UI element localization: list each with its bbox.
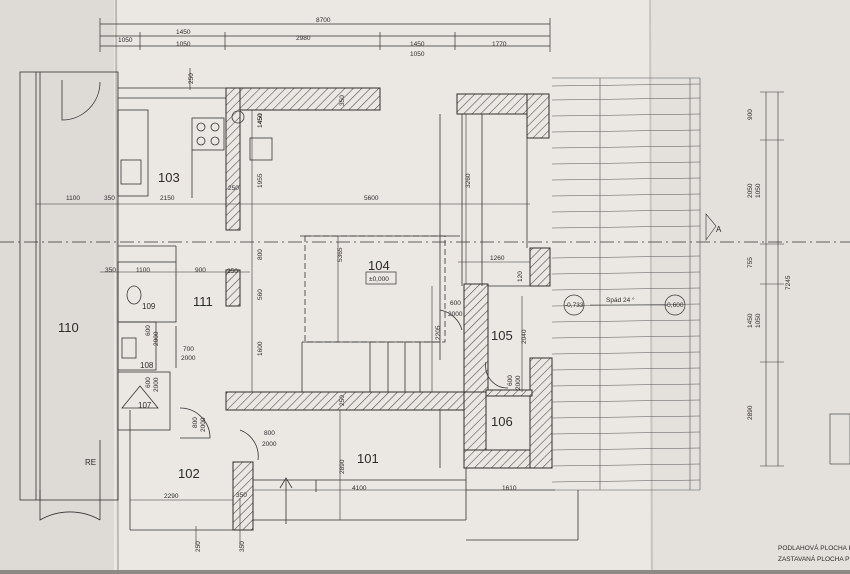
door-d-height: 2000 — [200, 417, 207, 432]
dim-2150: 2150 — [160, 195, 175, 202]
dim-top-250: 250 — [188, 73, 195, 84]
door-f-height: 2000 — [515, 375, 522, 390]
door-c-width: 700 — [183, 346, 194, 353]
door-g-width: 600 — [145, 377, 152, 388]
dim-250e: 250 — [195, 541, 202, 552]
dim-top-1: 1050 — [118, 37, 133, 44]
dim-right-7245: 7245 — [785, 275, 792, 290]
dim-2890: 2890 — [339, 459, 346, 474]
dim-1100b: 1100 — [136, 267, 150, 274]
level-marker-left — [563, 294, 585, 316]
dim-350d: 350 — [339, 95, 346, 106]
dim-800: 800 — [257, 249, 264, 260]
dim-350: 350 — [104, 195, 115, 202]
dim-250c: 250 — [339, 395, 346, 406]
top-dimensions — [99, 18, 551, 90]
dim-350e: 350 — [239, 541, 246, 552]
room-103: 103 — [158, 170, 180, 185]
level-104: ±0,000 — [369, 276, 389, 283]
door-e-width: 800 — [264, 430, 275, 437]
dim-1100: 1100 — [66, 195, 80, 202]
level-outer-left: -0,733 — [565, 302, 584, 309]
dim-1955: 1955 — [257, 173, 264, 188]
dim-5600: 5600 — [364, 195, 379, 202]
door-g-height: 2000 — [153, 377, 160, 392]
paper-fold-right — [649, 0, 653, 571]
dim-2040: 2040 — [521, 329, 528, 344]
door-a-height: 2000 — [153, 331, 160, 346]
interior-dimension-lines — [36, 110, 530, 546]
dim-450: 450 — [257, 113, 264, 124]
dim-top-3: 2980 — [296, 35, 311, 42]
right-dimension-lines — [705, 91, 850, 467]
room-102: 102 — [178, 466, 200, 481]
dim-3260: 3260 — [465, 173, 472, 188]
door-d-width: 800 — [192, 417, 199, 428]
dim-2205: 2205 — [435, 325, 442, 340]
dim-right-900: 900 — [747, 109, 754, 120]
re-label: RE — [85, 458, 96, 467]
dim-1600: 1600 — [257, 341, 264, 356]
door-b-width: 600 — [450, 300, 461, 307]
room-105: 105 — [491, 328, 513, 343]
paper-right — [650, 0, 850, 570]
dim-right-2050: 2050 — [747, 183, 754, 198]
room-104: 104 — [368, 258, 390, 273]
door-c-height: 2000 — [181, 355, 196, 362]
dim-1260: 1260 — [490, 255, 505, 262]
slope-label: Spád 24 ° — [606, 296, 635, 304]
room-111: 111 — [193, 294, 213, 309]
level-outer-right: -0,600 — [665, 302, 684, 309]
door-f-width: 600 — [507, 375, 514, 386]
dim-350c: 350 — [236, 492, 247, 499]
dim-5365: 5365 — [337, 247, 344, 262]
room-109: 109 — [142, 302, 156, 311]
room-101: 101 — [357, 451, 379, 466]
dim-250b: 250 — [227, 268, 238, 275]
room-106: 106 — [491, 414, 513, 429]
room-110-outline — [19, 71, 119, 521]
dim-right-1050: 1050 — [755, 183, 762, 198]
room-108: 108 — [140, 361, 154, 370]
walls — [225, 87, 553, 531]
dim-top-2: 1450 — [176, 29, 191, 36]
dim-top-6: 1050 — [176, 41, 191, 48]
dim-1450: 1450 — [257, 113, 264, 128]
dim-2290: 2290 — [164, 493, 179, 500]
dim-top-4: 1450 — [410, 41, 425, 48]
section-marker: A — [716, 225, 722, 234]
dim-top-7: 1050 — [410, 51, 425, 58]
dim-4100: 4100 — [352, 485, 367, 492]
dim-250a: 250 — [228, 185, 239, 192]
room-107: 107 — [138, 401, 152, 410]
terrace-slats — [551, 77, 701, 491]
dim-overall: 8700 — [316, 17, 331, 24]
door-e-height: 2000 — [262, 441, 277, 448]
room-110: 110 — [58, 320, 79, 335]
dim-1610: 1610 — [502, 485, 517, 492]
paper-main — [114, 0, 652, 570]
door-a-width: 600 — [145, 325, 152, 336]
level-box-104 — [365, 271, 397, 285]
dim-350b: 350 — [105, 267, 116, 274]
dim-120: 120 — [517, 271, 524, 282]
note-built-area: ZASTAVANÁ PLOCHA PŘÍZ — [778, 554, 850, 563]
dim-right-2890: 2890 — [747, 405, 754, 420]
dim-top-5: 1770 — [492, 41, 507, 48]
interior-lines — [117, 87, 579, 541]
dim-right-755: 755 — [747, 257, 754, 268]
dim-right-1450: 1450 — [747, 313, 754, 328]
dim-right-1050b: 1050 — [755, 313, 762, 328]
note-floor-area: PODLAHOVÁ PLOCHA PŘÍZ — [778, 543, 850, 552]
door-b-height: 2000 — [448, 311, 463, 318]
dim-900: 900 — [195, 267, 206, 274]
dim-560: 560 — [257, 289, 264, 300]
